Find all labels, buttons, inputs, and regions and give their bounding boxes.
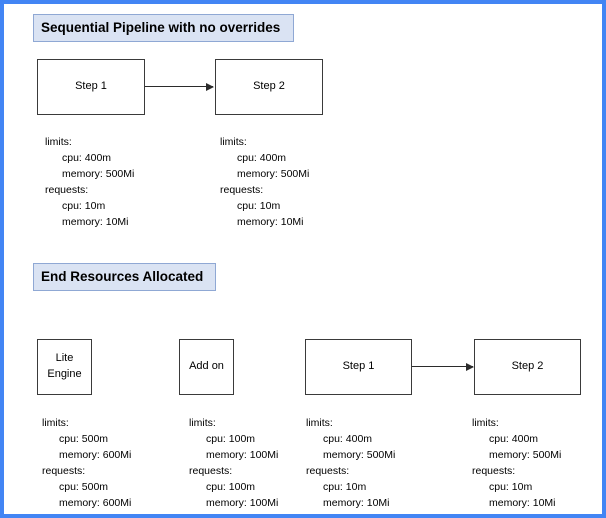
- spec-limits-key: limits:: [220, 136, 247, 148]
- node-label: Step 2: [511, 360, 544, 373]
- node-step-1-pipeline[interactable]: Step 1: [37, 59, 145, 115]
- node-step-2-allocated[interactable]: Step 2: [474, 339, 581, 395]
- spec-requests-memory: memory: 10Mi: [489, 496, 556, 509]
- spec-limits-memory: memory: 100Mi: [206, 448, 279, 461]
- spec-requests-memory: memory: 100Mi: [206, 496, 279, 509]
- node-label: Lite Engine: [47, 352, 82, 380]
- spec-requests-key: requests:: [220, 183, 264, 196]
- spec-limits-key: limits:: [306, 417, 333, 429]
- spec-limits-memory: memory: 500Mi: [489, 448, 562, 461]
- spec-limits-cpu: cpu: 500m: [59, 432, 109, 445]
- spec-limits-memory: memory: 500Mi: [237, 167, 310, 180]
- arrow-step1-to-step2-allocated: [412, 366, 473, 368]
- spec-requests-key: requests:: [472, 464, 516, 477]
- spec-limits-memory: memory: 500Mi: [62, 167, 135, 180]
- node-step-2-pipeline[interactable]: Step 2: [215, 59, 323, 115]
- spec-limits-key: limits:: [42, 417, 69, 429]
- spec-requests-key: requests:: [42, 464, 86, 477]
- spec-requests-cpu: cpu: 10m: [489, 480, 533, 493]
- spec-requests-memory: memory: 600Mi: [59, 496, 132, 509]
- arrow-step1-to-step2-pipeline: [145, 86, 213, 88]
- node-label: Step 2: [253, 80, 285, 93]
- node-add-on[interactable]: Add on: [179, 339, 234, 395]
- spec-limits-cpu: cpu: 400m: [323, 432, 373, 445]
- spec-limits-cpu: cpu: 100m: [206, 432, 256, 445]
- spec-requests-cpu: cpu: 100m: [206, 480, 256, 493]
- spec-limits-cpu: cpu: 400m: [489, 432, 539, 445]
- spec-block-step-2-allocated: limits: cpu: 400m memory: 500Mi requests…: [472, 416, 561, 512]
- spec-requests-key: requests:: [189, 464, 233, 477]
- spec-block-lite-engine: limits: cpu: 500m memory: 600Mi requests…: [42, 416, 131, 512]
- node-label: Step 1: [342, 360, 375, 373]
- node-label: Add on: [189, 360, 224, 373]
- spec-limits-memory: memory: 600Mi: [59, 448, 132, 461]
- spec-limits-key: limits:: [189, 417, 216, 429]
- spec-block-step-1-pipeline: limits: cpu: 400m memory: 500Mi requests…: [45, 135, 134, 231]
- spec-block-step-2-pipeline: limits: cpu: 400m memory: 500Mi requests…: [220, 135, 309, 231]
- spec-requests-cpu: cpu: 10m: [237, 199, 281, 212]
- node-step-1-allocated[interactable]: Step 1: [305, 339, 412, 395]
- spec-block-step-1-allocated: limits: cpu: 400m memory: 500Mi requests…: [306, 416, 395, 512]
- spec-requests-cpu: cpu: 500m: [59, 480, 109, 493]
- spec-requests-key: requests:: [45, 183, 89, 196]
- spec-requests-memory: memory: 10Mi: [62, 215, 129, 228]
- section-title-end-resources-allocated: End Resources Allocated: [33, 263, 216, 291]
- node-label: Step 1: [75, 80, 107, 93]
- node-lite-engine[interactable]: Lite Engine: [37, 339, 92, 395]
- spec-requests-memory: memory: 10Mi: [237, 215, 304, 228]
- spec-limits-key: limits:: [45, 136, 72, 148]
- spec-requests-cpu: cpu: 10m: [62, 199, 106, 212]
- spec-requests-cpu: cpu: 10m: [323, 480, 367, 493]
- section-title-sequential-pipeline: Sequential Pipeline with no overrides: [33, 14, 294, 42]
- spec-limits-memory: memory: 500Mi: [323, 448, 396, 461]
- spec-limits-key: limits:: [472, 417, 499, 429]
- spec-limits-cpu: cpu: 400m: [62, 151, 112, 164]
- spec-block-add-on: limits: cpu: 100m memory: 100Mi requests…: [189, 416, 278, 512]
- spec-requests-key: requests:: [306, 464, 350, 477]
- spec-limits-cpu: cpu: 400m: [237, 151, 287, 164]
- spec-requests-memory: memory: 10Mi: [323, 496, 390, 509]
